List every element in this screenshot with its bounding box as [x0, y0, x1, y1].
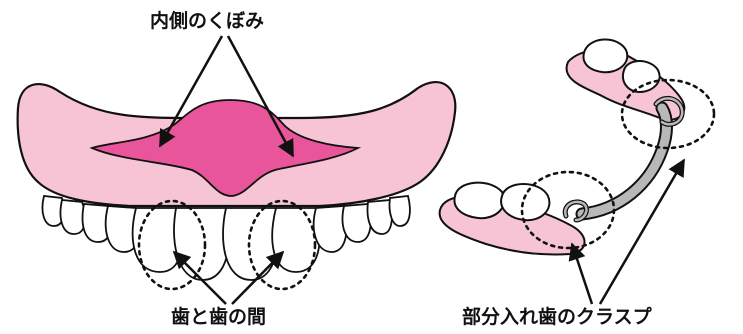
full-denture-illustration [18, 82, 456, 289]
partial-tooth [584, 40, 628, 73]
tooth [343, 204, 371, 242]
label-partial-denture-clasp: 部分入れ歯のクラスプ [462, 308, 652, 327]
tooth [223, 208, 278, 280]
arrow-to-clasp-lower [572, 244, 592, 304]
label-inner-hollow: 内側のくぼみ [150, 12, 264, 31]
tooth [368, 200, 392, 234]
partial-denture-illustration [440, 40, 714, 255]
tooth [314, 206, 347, 252]
partial-tooth [501, 184, 549, 220]
partial-tooth [454, 183, 504, 219]
tooth [61, 200, 86, 234]
label-between-teeth: 歯と歯の間 [171, 308, 266, 327]
arrows-clasp [572, 160, 684, 304]
tooth [389, 196, 409, 226]
tooth [174, 208, 229, 280]
